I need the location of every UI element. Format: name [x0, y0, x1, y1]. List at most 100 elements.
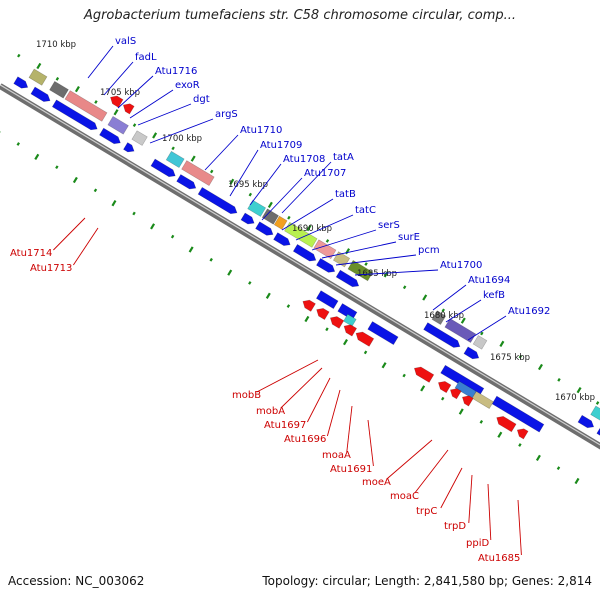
- feature-box: [444, 318, 477, 343]
- feature-box: [261, 208, 279, 225]
- leader-line: [256, 359, 319, 393]
- feature-box: [590, 405, 600, 421]
- cds-reverse: [437, 381, 452, 394]
- leader-line: [354, 269, 439, 276]
- tick-mark: [286, 304, 291, 308]
- cds-reverse: [316, 308, 330, 321]
- tick-mark: [479, 420, 484, 424]
- tick-mark: [265, 292, 271, 299]
- gene-label-reverse: moeA: [362, 477, 391, 488]
- gene-label-reverse: moaC: [390, 491, 419, 502]
- gene-label-reverse: Atu1713: [30, 263, 72, 274]
- gene-label-reverse: Atu1696: [284, 434, 326, 445]
- tick-mark: [556, 466, 561, 471]
- kbp-label: 1695 kbp: [228, 180, 268, 190]
- cds-forward: [123, 142, 135, 153]
- feature-box: [107, 115, 129, 135]
- tick-mark: [209, 257, 213, 262]
- leader-line: [73, 227, 99, 266]
- leader-line: [204, 134, 239, 171]
- gene-label-reverse: Atu1691: [330, 464, 372, 475]
- cds-reverse: [461, 395, 474, 407]
- cds-reverse: [449, 388, 462, 400]
- cds-reverse: [110, 95, 124, 108]
- leader-line: [280, 367, 323, 409]
- cds-reverse: [122, 103, 135, 115]
- tick-mark: [402, 373, 406, 378]
- gene-label-forward: kefB: [483, 290, 505, 301]
- gene-label-forward: valS: [115, 36, 136, 47]
- cds-reverse: [413, 366, 435, 383]
- feature-box: [181, 160, 215, 187]
- cds-forward: [255, 221, 274, 236]
- feature-box: [165, 150, 185, 169]
- feature-box: [284, 221, 318, 248]
- feature-box: [131, 130, 148, 146]
- gene-label-reverse: trpD: [444, 521, 466, 532]
- gene-label-forward: Atu1692: [508, 306, 550, 317]
- cds-reverse: [496, 416, 517, 433]
- tick-mark: [518, 354, 523, 359]
- tick-mark: [72, 176, 78, 184]
- tick-mark: [458, 408, 464, 415]
- gene-label-forward: dgt: [193, 94, 210, 105]
- leader-line: [432, 284, 467, 311]
- tick-mark: [55, 77, 60, 81]
- tick-mark: [557, 377, 561, 382]
- tick-mark: [34, 153, 40, 161]
- cds-block: [491, 395, 545, 433]
- leader-line: [311, 229, 377, 251]
- tick-mark: [132, 123, 137, 128]
- cds-forward: [176, 174, 197, 190]
- leader-line: [386, 439, 433, 480]
- tick-mark: [518, 443, 522, 447]
- tick-mark: [499, 340, 505, 347]
- tick-mark: [55, 165, 59, 170]
- leader-line: [326, 389, 341, 437]
- tick-mark: [480, 331, 484, 336]
- feature-boxes: [13, 68, 600, 440]
- tick-mark: [248, 281, 252, 285]
- feature-box: [247, 199, 267, 217]
- tick-mark: [152, 132, 158, 139]
- leader-line: [335, 254, 417, 266]
- leader-line: [346, 405, 353, 453]
- cds-forward: [240, 212, 255, 225]
- tick-mark: [227, 269, 233, 276]
- tick-mark: [150, 223, 156, 230]
- tick-mark: [248, 192, 253, 197]
- tick-mark: [535, 454, 541, 462]
- gene-label-forward: pcm: [418, 245, 440, 256]
- gene-label-reverse: moaA: [322, 450, 351, 461]
- tick-mark: [342, 338, 348, 346]
- feature-box: [64, 90, 108, 122]
- tick-mark: [422, 294, 428, 301]
- gene-labels: valSfadLAtu1716exoRdgtargSAtu1710Atu1709…: [10, 36, 550, 564]
- leader-line: [281, 198, 334, 231]
- kbp-label: 1710 kbp: [36, 40, 76, 50]
- tick-mark: [287, 215, 291, 220]
- feature-box: [332, 251, 351, 268]
- tick-mark: [441, 308, 445, 313]
- leader-line: [321, 241, 397, 259]
- tick-mark: [93, 188, 98, 193]
- tick-mark: [210, 169, 214, 174]
- accession-text: Accession: NC_003062: [8, 574, 145, 588]
- kbp-label: 1680 kbp: [424, 311, 464, 321]
- cds-forward: [197, 186, 238, 215]
- tick-mark: [190, 155, 196, 162]
- leader-line: [445, 299, 482, 323]
- topology-summary: Topology: circular; Length: 2,841,580 bp…: [262, 574, 592, 588]
- kbp-label: 1690 kbp: [292, 224, 332, 234]
- gene-label-forward: Atu1694: [468, 275, 510, 286]
- leader-line: [295, 214, 354, 241]
- tick-mark: [304, 315, 310, 323]
- cds-reverse: [516, 428, 529, 440]
- tick-mark: [94, 100, 98, 104]
- tick-mark: [363, 350, 368, 355]
- gene-label-forward: argS: [215, 109, 238, 120]
- gene-label-forward: Atu1700: [440, 260, 482, 271]
- feature-box: [313, 239, 337, 260]
